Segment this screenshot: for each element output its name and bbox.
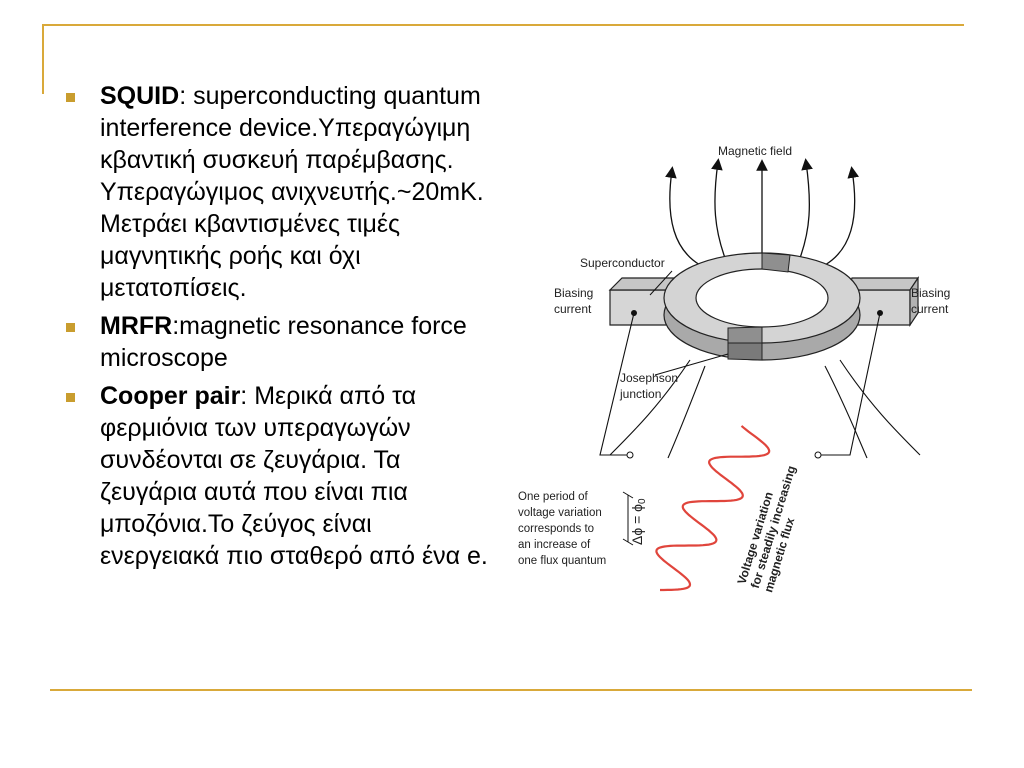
label-biasing-left-1: Biasing [554, 286, 593, 300]
label-josephson-1: Josephson [620, 371, 678, 385]
label-voltage-variation: Voltage variation for steadily increasin… [734, 464, 798, 594]
bullet-mrfr: MRFR:magnetic resonance force microscope [62, 310, 492, 374]
terminal-left-icon [626, 451, 634, 459]
top-rule-vertical [42, 24, 44, 94]
label-superconductor: Superconductor [580, 256, 665, 270]
bullet-square-icon [66, 93, 75, 102]
bias-wires [599, 312, 881, 456]
bullet-term: Cooper pair [100, 382, 241, 410]
label-magnetic-field: Magnetic field [718, 144, 792, 158]
terminal-right-icon [814, 451, 822, 459]
bullet-text: : superconducting quantum interference d… [100, 82, 484, 302]
bullet-squid: SQUID: superconducting quantum interfere… [62, 80, 492, 304]
label-period-5: one flux quantum [518, 555, 606, 567]
bullet-term: SQUID [100, 82, 180, 110]
bullet-text: :magnetic resonance force microscope [100, 312, 467, 372]
superconducting-ring [608, 252, 920, 361]
bottom-rule [50, 689, 972, 691]
label-biasing-right-1: Biasing [911, 286, 950, 300]
bullet-list: SQUID: superconducting quantum interfere… [62, 80, 492, 578]
voltage-waveform [655, 425, 771, 592]
bullet-square-icon [66, 323, 75, 332]
label-biasing-left-2: current [554, 302, 592, 316]
label-period-2: voltage variation [518, 507, 602, 519]
field-lines-bottom [609, 359, 921, 459]
bullet-cooper-pair: Cooper pair: Μερικά από τα φερμιόνια των… [62, 380, 492, 572]
bullet-term: MRFR [100, 312, 173, 340]
squid-diagram: Magnetic field [518, 144, 950, 594]
label-delta-phi: Δϕ = ϕ0 [629, 498, 648, 545]
field-lines-top [665, 158, 860, 266]
label-josephson-2: junction [619, 387, 661, 401]
period-marker [622, 491, 634, 546]
bullet-square-icon [66, 393, 75, 402]
top-rule-horizontal [42, 24, 964, 26]
label-period-4: an increase of [518, 539, 591, 551]
label-period-3: corresponds to [518, 523, 594, 535]
label-period-1: One period of [518, 491, 588, 503]
label-leaders [649, 270, 729, 376]
bullet-text: : Μερικά από τα φερμιόνια των υπεραγωγών… [100, 382, 488, 570]
label-biasing-right-2: current [911, 302, 949, 316]
